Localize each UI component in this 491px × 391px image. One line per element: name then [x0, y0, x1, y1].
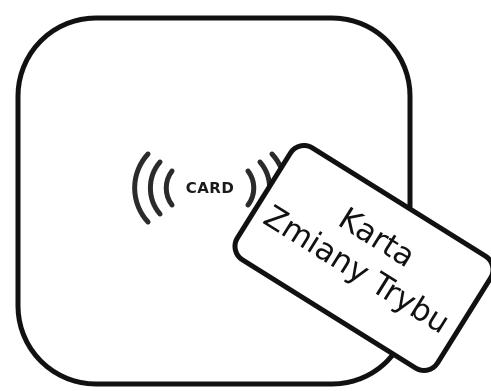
mode-change-card: Karta Zmiany Trybu: [232, 143, 491, 373]
reader-card-label: CARD: [186, 179, 235, 197]
card-body: [232, 143, 491, 373]
left-signal-waves-icon: [132, 151, 175, 225]
